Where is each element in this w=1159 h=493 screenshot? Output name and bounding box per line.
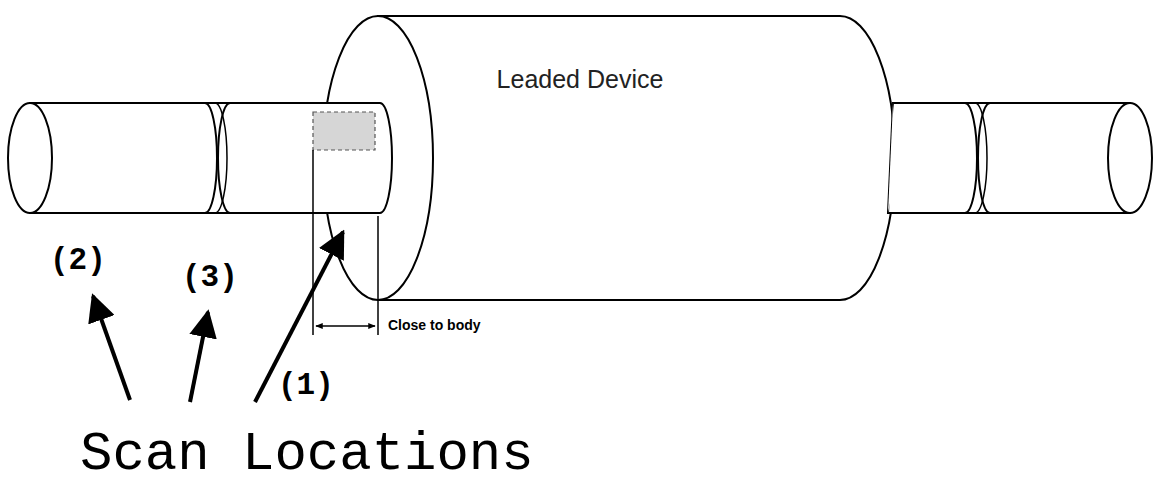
scan-arrows xyxy=(93,232,343,402)
dimension-lines xyxy=(313,150,378,335)
device-body xyxy=(323,16,895,300)
left-lead xyxy=(8,103,392,213)
callout-number: (1) xyxy=(278,370,334,401)
callout-number: (3) xyxy=(182,262,238,293)
right-lead xyxy=(888,103,1152,213)
caption-text: Scan Locations xyxy=(80,428,534,482)
callout-number: (2) xyxy=(50,245,106,276)
device-body-label-area: Leaded Device xyxy=(430,55,790,115)
dimension-label: Close to body xyxy=(388,318,481,332)
device-name: Leaded Device xyxy=(497,67,664,92)
